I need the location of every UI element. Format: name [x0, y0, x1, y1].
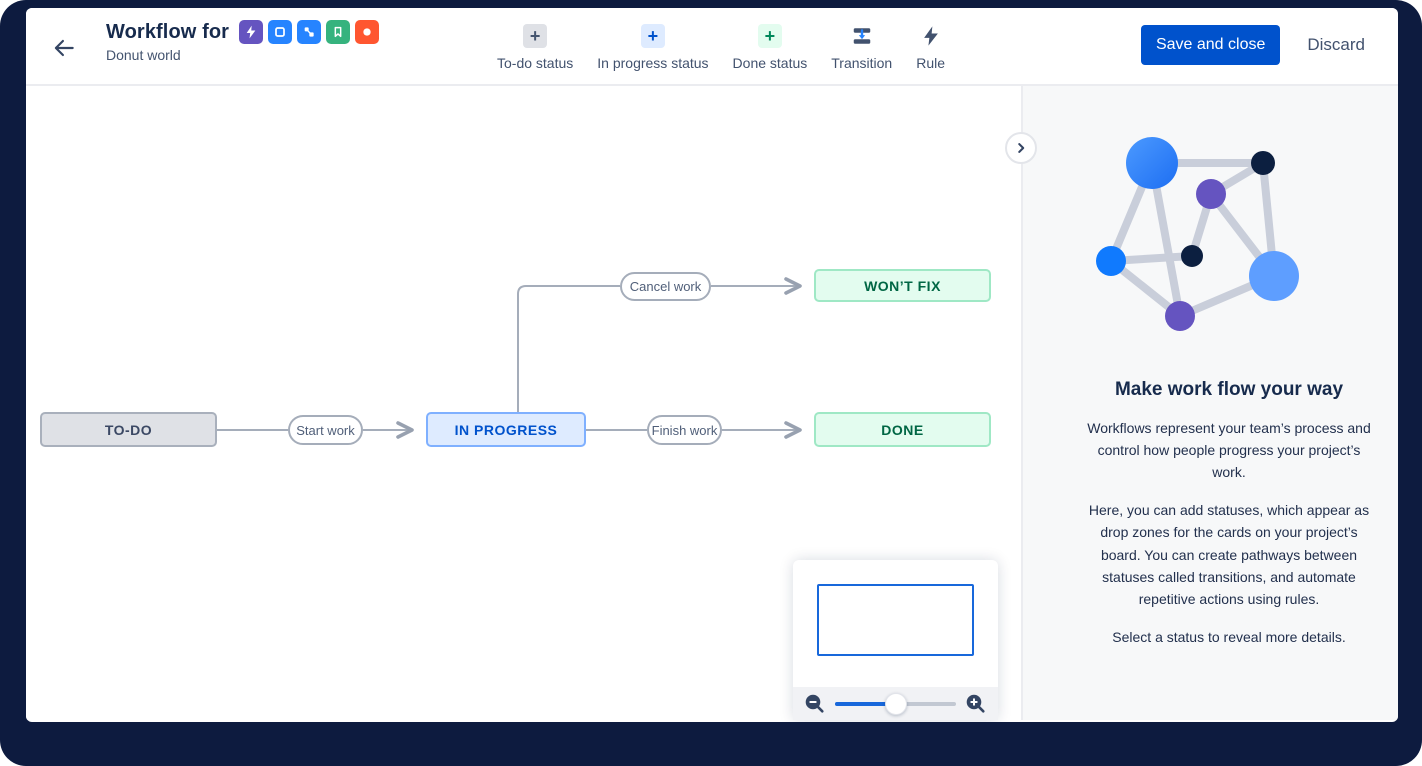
- status-node-wont-fix[interactable]: WON’T FIX: [814, 269, 991, 302]
- editor-main: TO-DO IN PROGRESS DONE WON’T FIX Start w…: [26, 86, 1398, 720]
- plus-blue-icon: +: [640, 24, 665, 48]
- workflow-canvas[interactable]: TO-DO IN PROGRESS DONE WON’T FIX Start w…: [26, 86, 1021, 720]
- panel-paragraph-1: Workflows represent your team’s process …: [1087, 420, 1371, 481]
- issue-type-badges: [239, 20, 380, 44]
- status-node-in-progress[interactable]: IN PROGRESS: [426, 412, 586, 447]
- transition-icon: [850, 24, 874, 48]
- components-badge-icon: [297, 20, 322, 44]
- transition-finish-work[interactable]: Finish work: [647, 415, 722, 445]
- panel-paragraph-2: Here, you can add statuses, which appear…: [1088, 502, 1370, 607]
- zoom-slider-handle[interactable]: [884, 692, 907, 715]
- arrow-left-icon: [54, 39, 74, 56]
- status-toolbar: + To-do status + In progress status + Do…: [497, 24, 945, 71]
- save-and-close-button[interactable]: Save and close: [1140, 25, 1281, 65]
- add-transition-button[interactable]: Transition: [831, 24, 892, 71]
- editor-header: Workflow for: [26, 8, 1398, 86]
- transition-cancel-work[interactable]: Cancel work: [620, 272, 711, 301]
- title-block: Workflow for: [106, 20, 380, 63]
- workflow-editor-window: Workflow for: [26, 8, 1398, 722]
- add-done-status-button[interactable]: + Done status: [732, 24, 808, 71]
- minimap: [793, 560, 998, 720]
- zoom-slider-fill: [835, 701, 896, 706]
- add-todo-status-button[interactable]: + To-do status: [497, 24, 574, 71]
- zoom-slider[interactable]: [835, 692, 956, 715]
- panel-paragraph-3: Select a status to reveal more details.: [1112, 628, 1346, 645]
- zoom-in-icon[interactable]: [965, 693, 987, 715]
- circle-badge-icon: [355, 20, 380, 44]
- status-node-todo[interactable]: TO-DO: [40, 412, 217, 447]
- collapse-panel-button[interactable]: [1005, 132, 1037, 164]
- plus-gray-icon: +: [523, 24, 548, 48]
- bolt-badge-icon: [239, 20, 264, 44]
- zoom-out-icon[interactable]: [804, 693, 826, 715]
- project-name: Donut world: [106, 47, 181, 63]
- page-title: Workflow for: [106, 20, 230, 43]
- bookmark-badge-icon: [326, 20, 351, 44]
- status-node-done[interactable]: DONE: [814, 412, 991, 447]
- minimap-viewport[interactable]: [817, 584, 974, 656]
- header-actions: Save and close Discard: [1140, 25, 1365, 65]
- chevron-right-icon: [1018, 143, 1025, 153]
- square-badge-icon: [268, 20, 293, 44]
- zoom-bar: [793, 687, 998, 720]
- discard-button[interactable]: Discard: [1307, 35, 1365, 54]
- network-illustration: [1096, 137, 1299, 331]
- add-rule-button[interactable]: Rule: [916, 24, 945, 71]
- back-button[interactable]: [46, 31, 82, 67]
- transition-edges: [217, 277, 802, 439]
- lightning-icon: [919, 24, 943, 48]
- plus-green-icon: +: [757, 24, 782, 48]
- info-panel: Make work flow your way Workflows repres…: [1021, 86, 1398, 720]
- add-in-progress-status-button[interactable]: + In progress status: [597, 24, 709, 71]
- panel-heading: Make work flow your way: [1114, 379, 1344, 400]
- transition-start-work[interactable]: Start work: [288, 415, 363, 445]
